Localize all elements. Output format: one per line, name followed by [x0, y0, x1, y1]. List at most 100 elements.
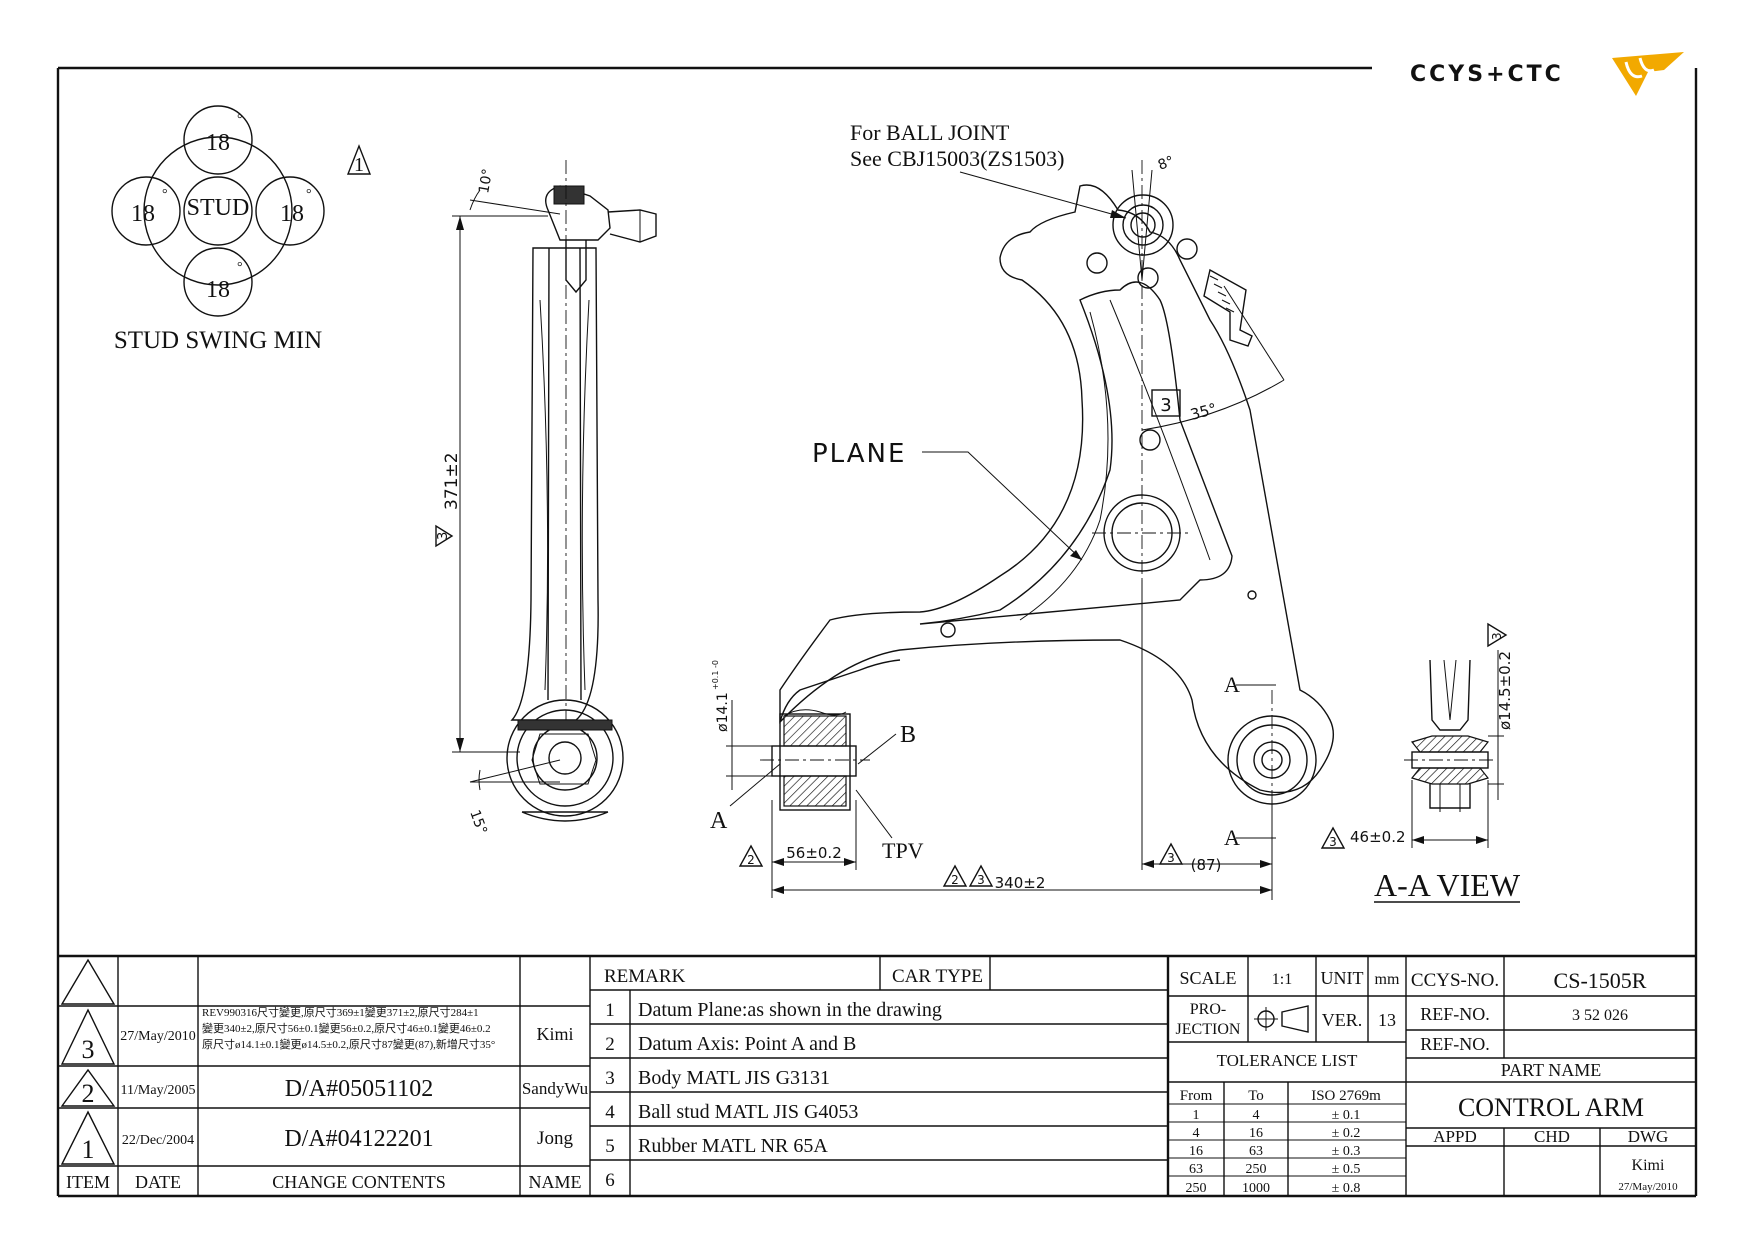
ball-joint-note-line2: See CBJ15003(ZS1503): [850, 146, 1065, 171]
dim-angle-35: 35°: [1188, 400, 1218, 424]
stud-swing-bottom: 18: [206, 277, 230, 303]
dim-angle-10: 10°: [476, 167, 496, 194]
svg-text:CCYS-NO.: CCYS-NO.: [1411, 970, 1499, 991]
svg-text:250: 250: [1186, 1181, 1207, 1196]
dwg-by: Kimi: [1632, 1157, 1665, 1174]
stud-label: STUD: [187, 195, 250, 221]
svg-text:°: °: [237, 260, 243, 275]
svg-text:13: 13: [1378, 1010, 1396, 1030]
svg-text:4: 4: [1253, 1108, 1260, 1123]
svg-text:3: 3: [977, 873, 985, 887]
svg-text:mm: mm: [1375, 971, 1400, 988]
svg-text:CCYS+CTC: CCYS+CTC: [1410, 62, 1564, 87]
svg-text:NAME: NAME: [529, 1172, 582, 1192]
svg-text:From: From: [1180, 1088, 1213, 1104]
svg-text:SandyWu: SandyWu: [522, 1079, 589, 1098]
svg-text:JECTION: JECTION: [1176, 1021, 1241, 1038]
svg-text:CHD: CHD: [1534, 1127, 1570, 1146]
part-name-value: CONTROL ARM: [1458, 1093, 1644, 1122]
svg-text:REF-NO.: REF-NO.: [1420, 1034, 1490, 1054]
stud-swing-left: 18: [131, 201, 155, 227]
svg-text:3: 3: [1167, 851, 1175, 865]
stud-swing-diagram: STUD 18 18 18 18 ° ° ° ° STUD SWING MIN …: [111, 105, 372, 354]
ref-no-value: 3 52 026: [1572, 1007, 1628, 1024]
svg-text:UNIT: UNIT: [1321, 968, 1364, 988]
svg-text:變更340±2,原尺寸56±0.1變更56±0.2,原尺寸4: 變更340±2,原尺寸56±0.1變更56±0.2,原尺寸46±0.1變更46±…: [202, 1021, 491, 1035]
svg-text:CHANGE CONTENTS: CHANGE CONTENTS: [272, 1172, 446, 1192]
svg-text:4: 4: [605, 1102, 615, 1123]
svg-text:± 0.8: ± 0.8: [1332, 1181, 1361, 1196]
svg-text:63: 63: [1249, 1144, 1263, 1159]
svg-text:± 0.2: ± 0.2: [1332, 1126, 1361, 1141]
dim-dia-145: ø14.5±0.2: [1496, 651, 1514, 730]
rev1-change: D/A#04122201: [284, 1126, 433, 1152]
tolerance-list-title: TOLERANCE LIST: [1217, 1051, 1358, 1070]
svg-text:6: 6: [605, 1170, 615, 1191]
svg-text:Ball stud MATL JIS G4053: Ball stud MATL JIS G4053: [638, 1101, 858, 1123]
svg-text:°: °: [162, 187, 168, 202]
revision-triangle: [435, 524, 454, 548]
svg-text:3: 3: [82, 1035, 95, 1064]
plan-view: A A For BALL JOINT See CBJ15003(ZS1503) …: [710, 120, 1334, 900]
svg-text:2: 2: [82, 1079, 95, 1108]
svg-text:2: 2: [747, 853, 755, 867]
stud-swing-right: 18: [280, 201, 304, 227]
svg-text:1: 1: [354, 154, 364, 176]
revision-triangle: [346, 144, 372, 175]
svg-text:3: 3: [1329, 835, 1337, 849]
tpv-label: TPV: [882, 838, 924, 863]
svg-text:DATE: DATE: [135, 1172, 181, 1192]
svg-text:PRO-: PRO-: [1190, 1001, 1226, 1018]
stud-swing-caption: STUD SWING MIN: [114, 327, 322, 354]
side-view: 371±2 3 10° 15°: [435, 160, 657, 837]
svg-text:± 0.3: ± 0.3: [1332, 1144, 1361, 1159]
dim-46: 46±0.2: [1350, 828, 1406, 846]
svg-text:Body MATL JIS G3131: Body MATL JIS G3131: [638, 1067, 830, 1089]
svg-text:DWG: DWG: [1628, 1127, 1669, 1146]
aa-section-view: ø14.5±0.2 3 3 46±0.2 A-A VIEW: [1320, 622, 1521, 903]
ccys-ctc-logo: CCYS+CTC: [1410, 52, 1684, 96]
ball-joint-note-line1: For BALL JOINT: [850, 120, 1010, 145]
svg-text:1:1: 1:1: [1272, 971, 1292, 988]
svg-text:3: 3: [436, 532, 451, 540]
svg-text:To: To: [1248, 1088, 1264, 1104]
projection-symbol-icon: [1254, 1005, 1309, 1033]
rev2-date: 11/May/2005: [121, 1083, 196, 1098]
svg-text:16: 16: [1189, 1144, 1203, 1159]
svg-text:16: 16: [1249, 1126, 1263, 1141]
svg-text:APPD: APPD: [1433, 1127, 1476, 1146]
svg-text:2: 2: [605, 1034, 615, 1055]
svg-text:3: 3: [1160, 395, 1171, 416]
point-b-label: B: [900, 722, 916, 748]
point-a-label: A: [710, 808, 728, 834]
svg-text:Datum Plane:as shown in the dr: Datum Plane:as shown in the drawing: [638, 999, 942, 1021]
svg-text:Kimi: Kimi: [536, 1024, 573, 1044]
dim-56: 56±0.2: [786, 844, 842, 862]
datum-box-3: [1151, 389, 1181, 417]
section-a-bottom: A: [1224, 825, 1240, 850]
rev1-date: 22/Dec/2004: [122, 1133, 194, 1148]
svg-text:2: 2: [951, 873, 959, 887]
svg-text:4: 4: [1193, 1126, 1200, 1141]
svg-text:原尺寸ø14.1±0.1變更ø14.5±0.2,原尺寸87變: 原尺寸ø14.1±0.1變更ø14.5±0.2,原尺寸87變更(87),新增尺寸…: [202, 1037, 495, 1051]
sheet-border: [56, 66, 1698, 1198]
rev2-change: D/A#05051102: [285, 1076, 433, 1102]
svg-text:PART NAME: PART NAME: [1501, 1060, 1601, 1080]
dim-87: (87): [1191, 856, 1222, 874]
plane-label: PLANE: [812, 439, 906, 469]
section-a-top: A: [1224, 672, 1240, 697]
title-block: 3 27/May/2010 REV990316尺寸變更,原尺寸369±1變更37…: [58, 954, 1696, 1196]
svg-text:1: 1: [82, 1135, 95, 1164]
svg-text:°: °: [237, 112, 243, 127]
svg-text:3: 3: [605, 1068, 615, 1089]
svg-text:°: °: [306, 187, 312, 202]
dim-dia-141: ø14.1: [715, 692, 731, 732]
svg-text:1: 1: [605, 1000, 615, 1021]
svg-text:63: 63: [1189, 1162, 1203, 1177]
svg-text:VER.: VER.: [1322, 1010, 1363, 1030]
svg-text:ITEM: ITEM: [66, 1172, 110, 1192]
svg-text:SCALE: SCALE: [1179, 968, 1236, 988]
svg-text:± 0.5: ± 0.5: [1332, 1162, 1361, 1177]
svg-text:Rubber MATL NR 65A: Rubber MATL NR 65A: [638, 1135, 828, 1157]
